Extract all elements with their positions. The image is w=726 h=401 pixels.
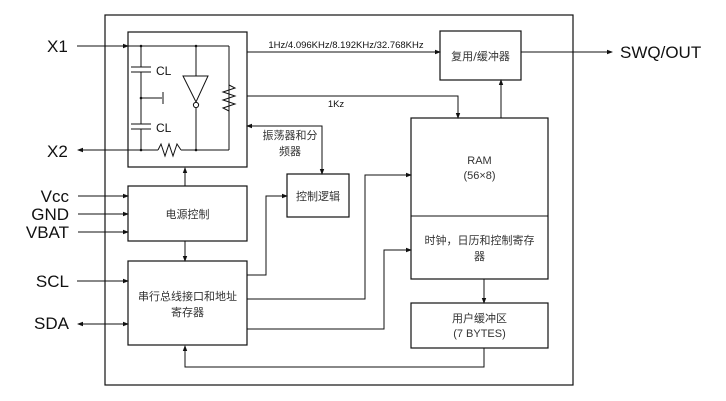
clock-registers-line2: 器	[474, 250, 485, 263]
oscillator-caption-line2: 频器	[279, 144, 301, 158]
serial-interface-line1: 串行总线接口和地址	[138, 289, 237, 303]
oscillator-box	[127, 31, 248, 168]
control-logic-label: 控制逻辑	[296, 189, 340, 203]
frequency-label: 1Hz/4.096KHz/8.192KHz/32.768KHz	[268, 40, 424, 51]
pin-sda: SDA	[34, 314, 70, 333]
mux-buffer-box	[439, 30, 522, 81]
user-buffer-box	[410, 302, 549, 349]
pin-vcc: Vcc	[41, 187, 70, 206]
user-buffer-line2: (7 BYTES)	[453, 328, 506, 340]
serial-interface-line2: 寄存器	[171, 305, 204, 319]
pin-vbat: VBAT	[26, 223, 69, 242]
cap-bottom-label: CL	[156, 121, 172, 135]
pin-swq-out: SWQ/OUT	[620, 43, 701, 62]
pin-x1: X1	[47, 37, 68, 56]
chip-boundary	[104, 14, 574, 386]
serial-to-ram-wire	[247, 172, 412, 300]
power-control-box	[127, 185, 248, 242]
1khz-label: 1Kz	[328, 99, 345, 110]
feedback-resistor-icon	[221, 84, 237, 112]
ram-box	[410, 117, 549, 280]
oscillator-block: CL CL 振荡器和分 频器	[127, 31, 318, 168]
userbuf-to-serial-wire	[182, 345, 485, 368]
serial-interface-box	[127, 260, 248, 346]
inverter-icon	[182, 75, 209, 104]
serial-to-ctrl-wire	[247, 193, 288, 276]
cap-top-label: CL	[156, 64, 172, 78]
clock-registers-line1: 时钟，日历和控制寄存	[425, 233, 535, 247]
series-resistor-icon	[157, 142, 182, 158]
oscillator-caption-line1: 振荡器和分	[263, 128, 318, 142]
ram-label-line2: (56×8)	[463, 170, 495, 182]
serial-to-clockregs-wire	[247, 247, 412, 330]
pin-x2: X2	[47, 142, 68, 161]
power-control-label: 电源控制	[166, 207, 210, 221]
pin-gnd: GND	[31, 205, 69, 224]
mux-buffer-label: 复用/缓冲器	[451, 49, 510, 63]
crystal-circuit	[128, 44, 237, 158]
pin-scl: SCL	[36, 272, 69, 291]
1khz-wire	[247, 95, 461, 119]
ram-label-line1: RAM	[467, 155, 491, 167]
user-buffer-line1: 用户缓冲区	[452, 311, 507, 325]
